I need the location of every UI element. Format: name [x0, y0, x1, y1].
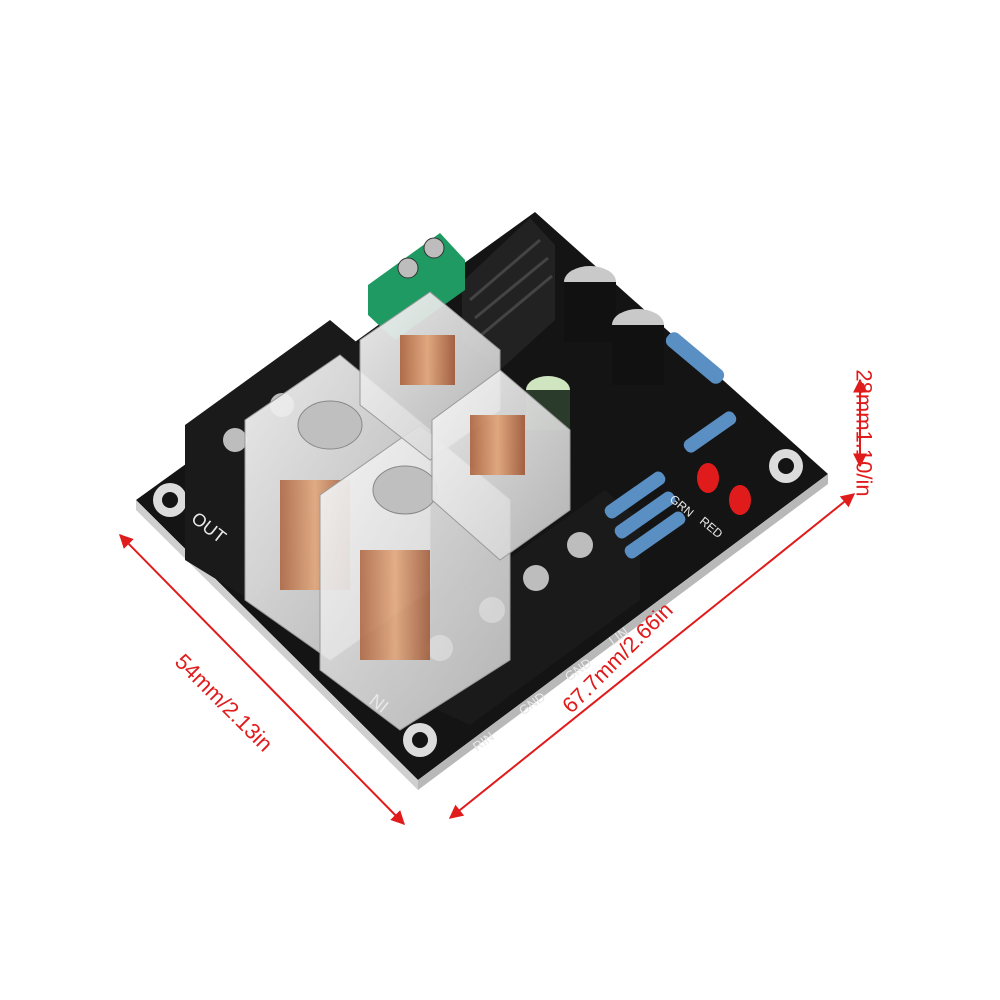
- power-terminal-block: [368, 233, 465, 340]
- heatsink: [462, 218, 555, 370]
- mounting-holes: [153, 449, 803, 757]
- width-dimension-line: [119, 534, 405, 825]
- capacitors: [526, 266, 664, 430]
- height-dimension-label: 28mm1.10/in: [851, 369, 877, 497]
- length-dimension-line: [448, 493, 856, 819]
